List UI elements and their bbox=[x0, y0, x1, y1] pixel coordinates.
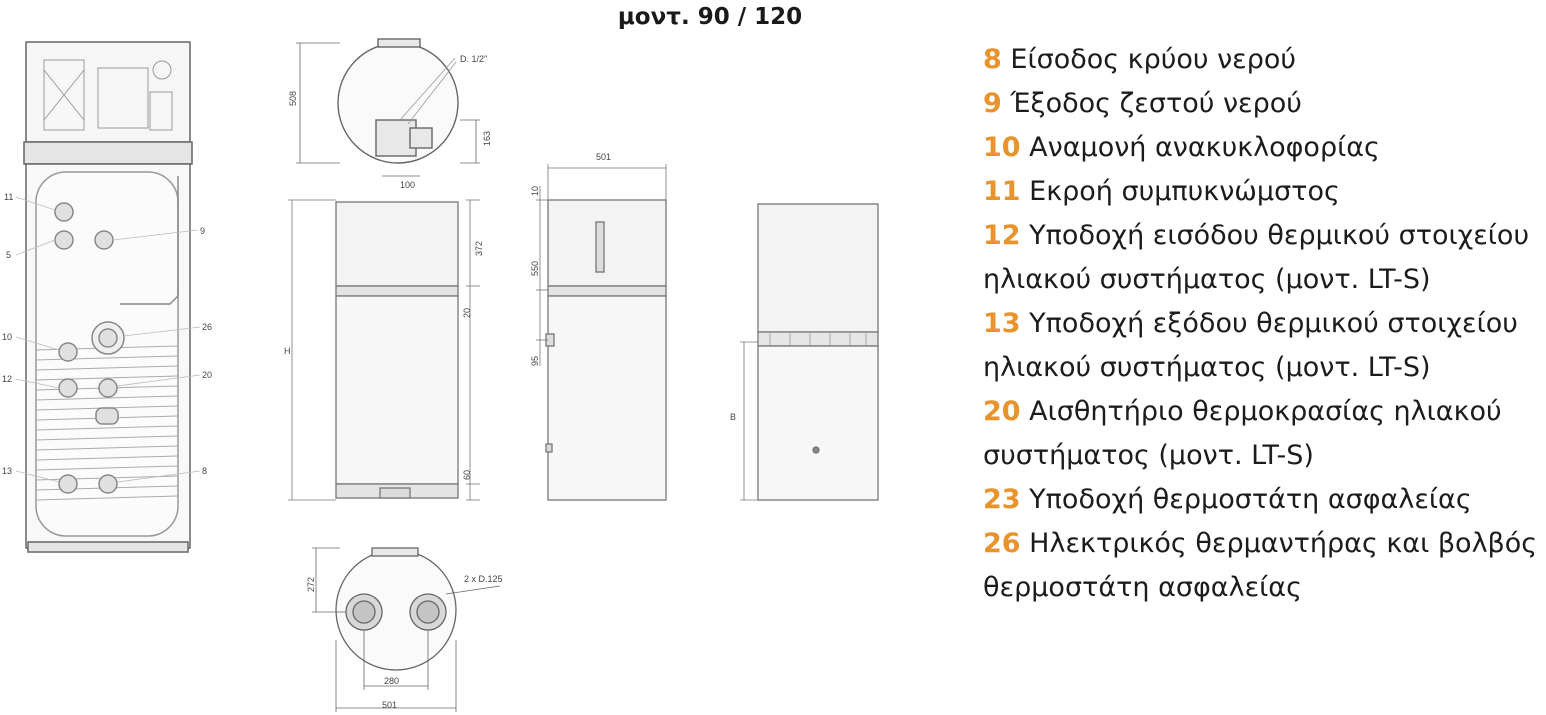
bottom-spacing-label: 280 bbox=[384, 676, 399, 686]
legend-item-10: 10 Αναμονή ανακυκλοφορίας bbox=[983, 132, 1380, 163]
legend-item-12: 12 Υποδοχή εισόδου θερμικού στοιχείου ηλ… bbox=[983, 220, 1530, 295]
bottom-depth-label: 272 bbox=[306, 577, 316, 592]
front-372-label: 372 bbox=[474, 241, 484, 256]
technical-drawings: 11 9 5 10 26 12 20 13 8 D. 1/2" 508 163 bbox=[2, 38, 879, 712]
top-depth-label: 508 bbox=[288, 91, 298, 106]
side-10-label: 10 bbox=[530, 186, 540, 196]
diagram-title: μοντ. 90 / 120 bbox=[617, 4, 803, 30]
front-20-label: 20 bbox=[462, 308, 472, 318]
rear-view-labels: B bbox=[730, 412, 736, 422]
callout-5: 5 bbox=[6, 250, 11, 260]
legend-item-13: 13 Υποδοχή εξόδου θερμικού στοιχείου ηλι… bbox=[983, 308, 1518, 383]
callout-13: 13 bbox=[2, 466, 12, 476]
callout-26: 26 bbox=[202, 322, 212, 332]
top-offset-label: 163 bbox=[482, 131, 492, 146]
legend-item-23: 23 Υποδοχή θερμοστάτη ασφαλείας bbox=[983, 484, 1472, 515]
side-view-labels: 501 10 550 95 bbox=[530, 152, 611, 366]
side-550-label: 550 bbox=[530, 261, 540, 276]
callout-10: 10 bbox=[2, 332, 12, 342]
front-60-label: 60 bbox=[462, 470, 472, 480]
top-width-label: 100 bbox=[400, 180, 415, 190]
bottom-pipes-label: 2 x D.125 bbox=[464, 574, 503, 584]
legend-item-26: 26 Ηλεκτρικός θερμαντήρας και βολβός θερ… bbox=[983, 528, 1538, 603]
callout-8: 8 bbox=[202, 466, 207, 476]
front-h-label: H bbox=[284, 346, 291, 356]
rear-b-label: B bbox=[730, 412, 736, 422]
rear-view bbox=[740, 203, 879, 501]
top-view-labels: D. 1/2" 508 163 100 bbox=[288, 54, 492, 190]
callout-11: 11 bbox=[4, 192, 13, 202]
front-view bbox=[288, 199, 480, 501]
callout-9: 9 bbox=[200, 226, 205, 236]
side-95-label: 95 bbox=[530, 356, 540, 366]
side-view bbox=[536, 164, 667, 501]
side-width-label: 501 bbox=[596, 152, 611, 162]
bottom-view-labels: 272 2 x D.125 280 501 bbox=[306, 574, 503, 710]
legend-item-20: 20 Αισθητήριο θερμοκρασίας ηλιακού συστή… bbox=[983, 396, 1502, 471]
legend: 8 Είσοδος κρύου νερού 9 Έξοδος ζεστού νε… bbox=[983, 38, 1543, 610]
callout-20: 20 bbox=[202, 370, 212, 380]
cutaway-view bbox=[23, 41, 193, 553]
top-diameter-label: D. 1/2" bbox=[460, 54, 487, 64]
callout-12: 12 bbox=[2, 374, 12, 384]
legend-item-11: 11 Εκροή συμπυκνώμστος bbox=[983, 176, 1340, 207]
callout-leaders bbox=[15, 196, 201, 483]
legend-item-9: 9 Έξοδος ζεστού νερού bbox=[983, 88, 1302, 119]
bottom-view bbox=[312, 547, 501, 712]
cutaway-callouts: 11 9 5 10 26 12 20 13 8 bbox=[2, 192, 212, 476]
front-view-labels: H 372 20 60 bbox=[284, 241, 484, 480]
legend-item-8: 8 Είσοδος κρύου νερού bbox=[983, 44, 1297, 75]
top-view bbox=[296, 38, 480, 177]
bottom-width-label: 501 bbox=[382, 700, 397, 710]
